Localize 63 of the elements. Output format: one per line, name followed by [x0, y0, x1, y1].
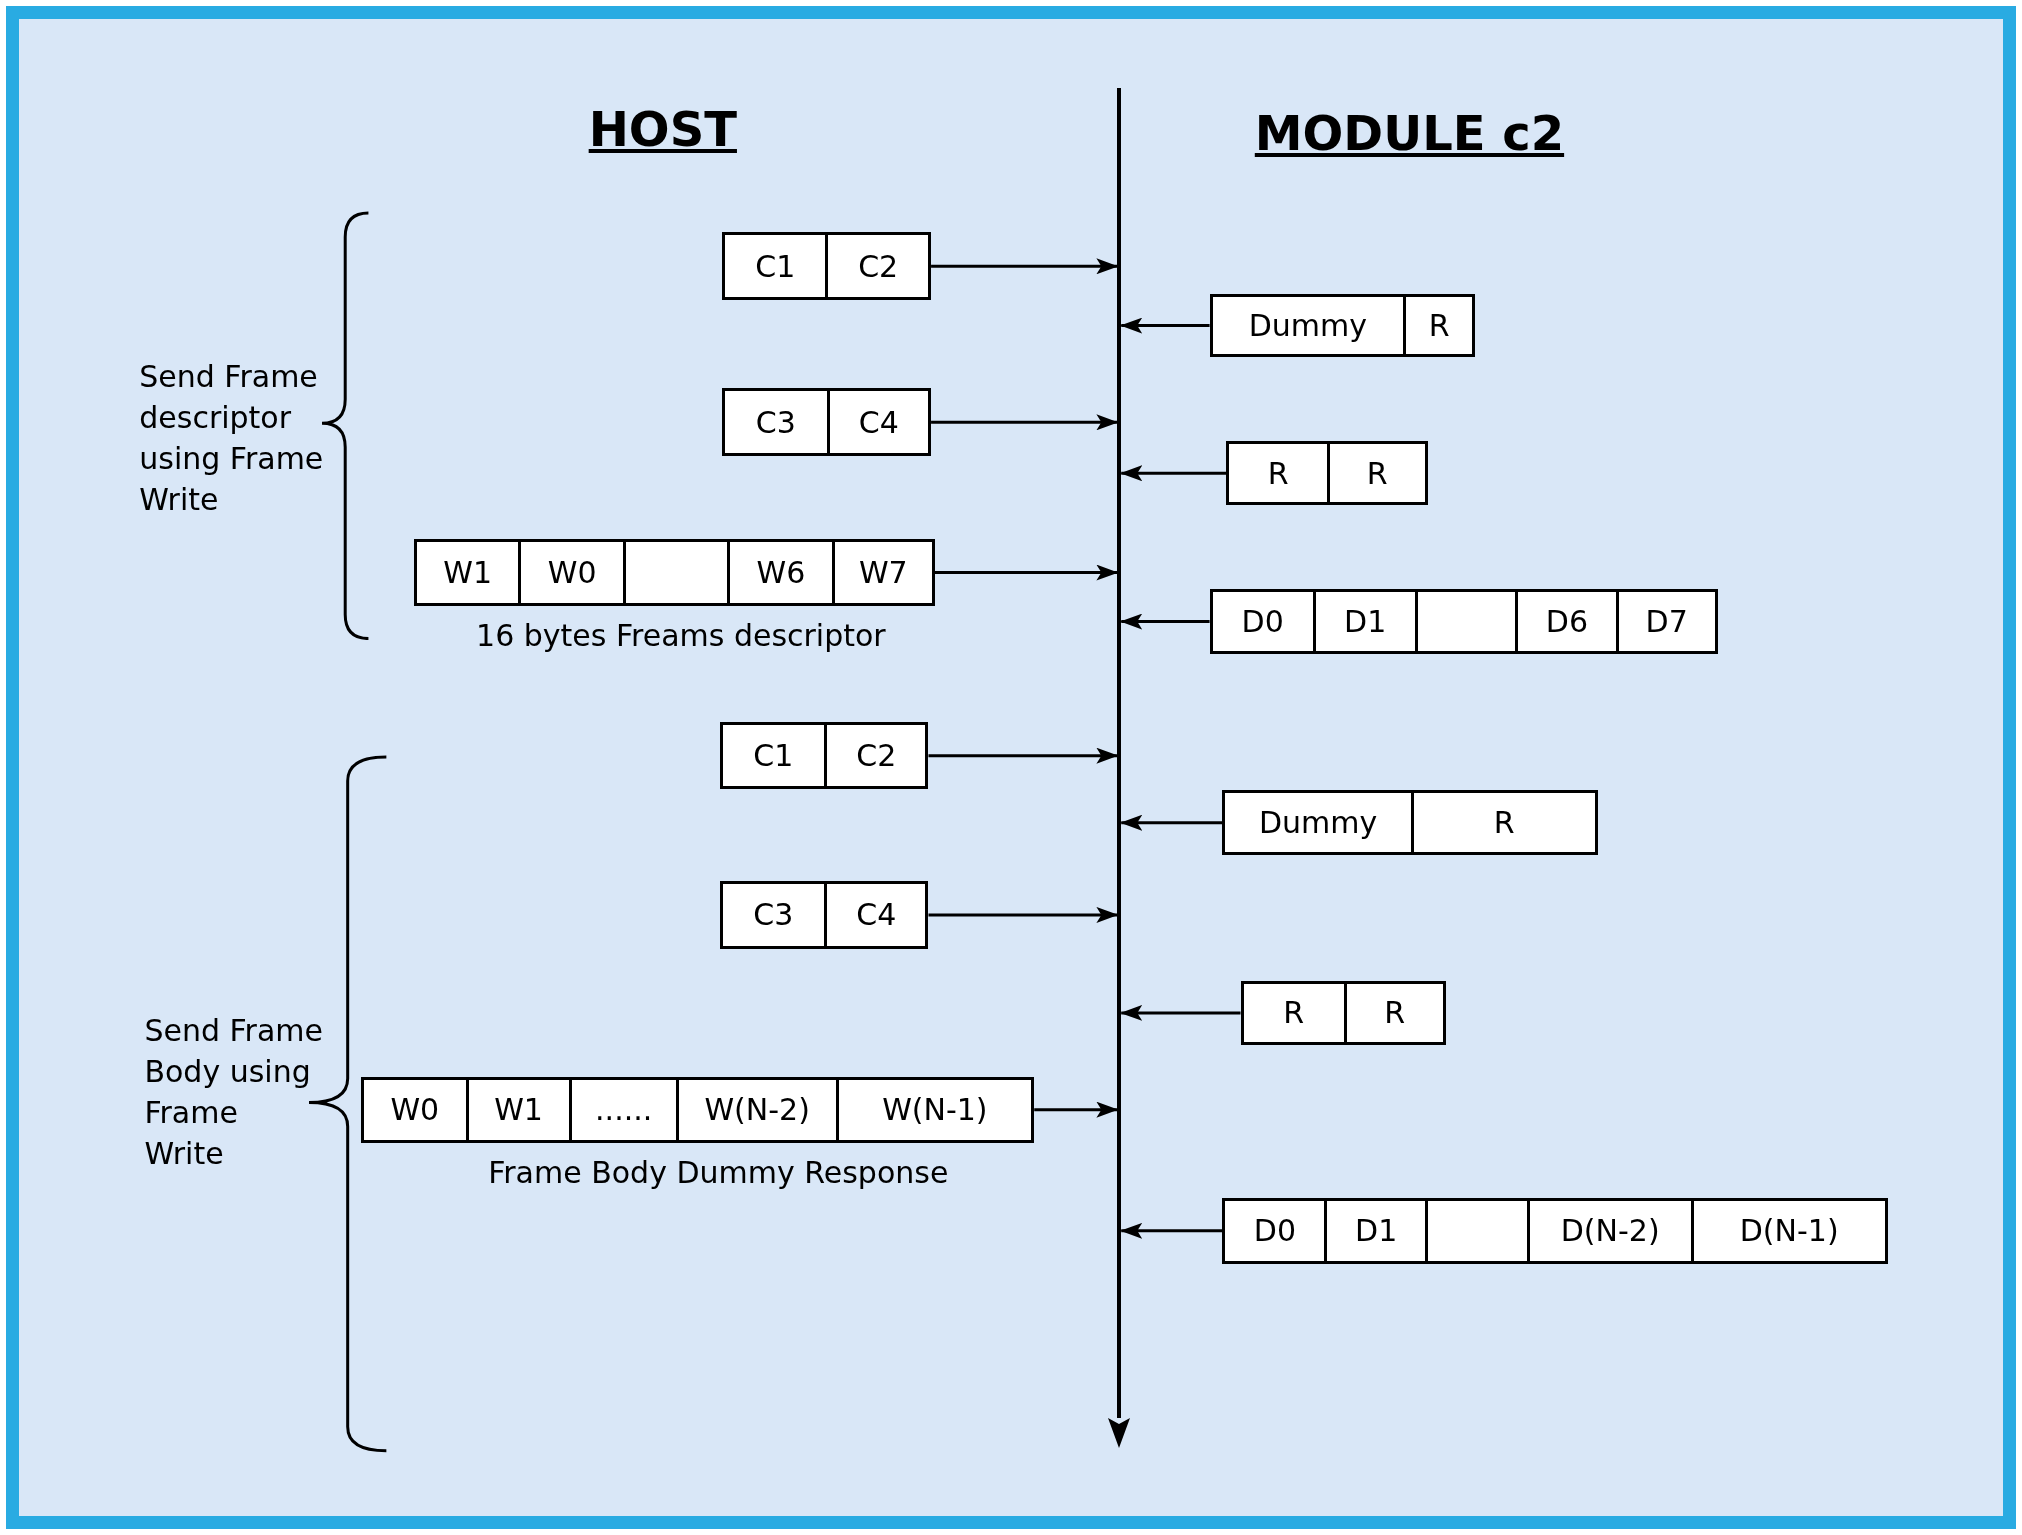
packet-frame [722, 232, 932, 301]
packet-field: D6 [1515, 592, 1616, 651]
packet-frame [1209, 294, 1476, 358]
heading: MODULE c2 [1254, 104, 1565, 161]
heading: HOST [588, 100, 737, 157]
packet-frame [719, 722, 929, 790]
packet-frame [1226, 441, 1428, 506]
node-label: 16 bytes Freams descriptor [476, 618, 886, 654]
arrow [1120, 613, 1210, 630]
packet-field: C1 [725, 235, 826, 298]
packet-field: C2 [824, 725, 926, 787]
arrow [1120, 1004, 1241, 1021]
arrow [1120, 317, 1210, 334]
arrow [928, 747, 1119, 764]
packet-field: D1 [1312, 592, 1415, 651]
arrow [931, 258, 1119, 275]
packet-field: W7 [831, 542, 932, 604]
packet-field: W(N-2) [675, 1079, 836, 1140]
arrow [1120, 1222, 1223, 1239]
arrow [1120, 814, 1223, 831]
packet-frame [413, 539, 935, 607]
packet-field: C4 [826, 391, 928, 454]
packet-field: R [1243, 984, 1344, 1042]
packet-frame [1222, 790, 1598, 855]
packet-field: Dummy [1225, 793, 1411, 852]
packet-frame [722, 388, 932, 457]
packet-field: C3 [722, 883, 824, 947]
arrow [928, 906, 1119, 923]
arrow [1120, 465, 1227, 482]
packet-frame [1222, 1197, 1888, 1264]
packet-field: W0 [364, 1079, 466, 1140]
packet-field: W1 [465, 1079, 569, 1140]
packet-field: R [1326, 444, 1425, 503]
packet-field: C2 [825, 235, 929, 298]
packet-field: R [1410, 793, 1595, 852]
packet-field: W1 [416, 542, 519, 604]
packet-field: D7 [1615, 592, 1715, 651]
packet-field: Dummy [1212, 297, 1403, 355]
packet-field: D1 [1324, 1200, 1425, 1261]
packet-field: R [1229, 444, 1327, 503]
arrow [934, 564, 1119, 581]
packet-field: D0 [1225, 1200, 1325, 1261]
arrow [931, 414, 1119, 431]
arrow [1034, 1101, 1119, 1118]
packet-field: C4 [824, 883, 926, 947]
packet-frame [361, 1076, 1035, 1143]
brace-label: Send Frame Body using Frame Write [144, 1011, 324, 1173]
packet-field: C1 [722, 725, 824, 787]
packet-frame [719, 880, 929, 950]
packet-field: R [1343, 984, 1443, 1042]
packet-field: R [1403, 297, 1473, 355]
brace-label: Send Frame descriptor using Frame Write [139, 357, 325, 519]
packet-frame [1240, 981, 1446, 1045]
packet-field: W6 [727, 542, 832, 604]
packet-field: W(N-1) [835, 1079, 1032, 1140]
packet-field: D(N-1) [1690, 1200, 1885, 1261]
packet-field: ...... [568, 1079, 676, 1140]
packet-frame [1209, 589, 1718, 654]
node-label: Frame Body Dummy Response [488, 1154, 949, 1190]
packet-field: D(N-2) [1526, 1200, 1691, 1261]
packet-field: C3 [725, 391, 827, 454]
packet-field: D0 [1212, 592, 1313, 651]
packet-field: W0 [518, 542, 623, 604]
